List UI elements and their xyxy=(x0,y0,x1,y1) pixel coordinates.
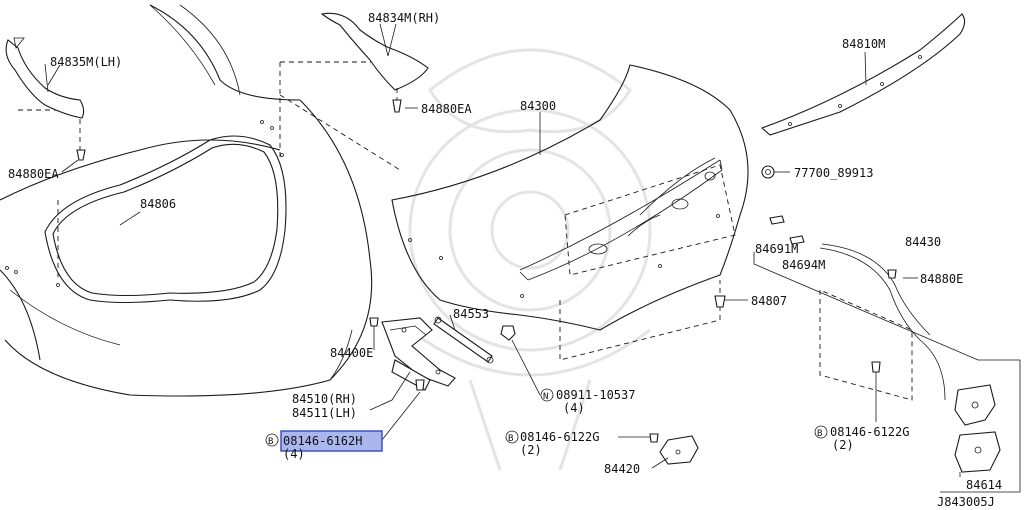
grommet-77700 xyxy=(761,165,775,179)
label-84810M: 84810M xyxy=(842,37,885,51)
guide-top xyxy=(279,61,401,171)
label-08146-6122G-right: 08146-6122G xyxy=(830,425,909,439)
label-84430: 84430 xyxy=(905,235,941,249)
label-84880E: 84880E xyxy=(920,272,963,286)
guide-right-group xyxy=(819,289,913,401)
trunk-lid-84300 xyxy=(391,64,749,361)
trim-84834M-rh xyxy=(320,12,429,91)
highlight-box-08146-6162H[interactable] xyxy=(280,430,383,452)
bolt-84400E xyxy=(369,317,379,327)
label-84834M: 84834M(RH) xyxy=(368,11,440,25)
marker-circle-B-mid xyxy=(505,430,519,444)
car-body-outline xyxy=(0,4,373,397)
label-84400E: 84400E xyxy=(330,346,373,360)
label-77700: 77700_89913 xyxy=(794,166,873,180)
group-frame-84430 xyxy=(753,252,1021,493)
bumper-84807 xyxy=(714,295,726,308)
marker-letter-B-mid: B xyxy=(508,434,513,444)
clip-84880EA-top xyxy=(392,88,402,113)
label-84880EA-top: 84880EA xyxy=(421,102,472,116)
label-84694M: 84694M xyxy=(782,258,825,272)
leader-lines xyxy=(47,23,961,477)
label-84510: 84510(RH) xyxy=(292,392,357,406)
label-84806: 84806 xyxy=(140,197,176,211)
latch-84614 xyxy=(954,384,1001,473)
gas-strut-84553 xyxy=(433,316,494,364)
label-84300: 84300 xyxy=(520,99,556,113)
label-08911: 08911-10537 xyxy=(556,388,635,402)
label-08146-6122G-right-qty: (2) xyxy=(832,438,854,452)
label-08146-6162H-qty: (4) xyxy=(283,447,305,461)
opener-cable-84430 xyxy=(769,215,946,401)
bolt-08146-6122G-right xyxy=(871,361,881,373)
spoiler-84810M xyxy=(760,13,966,136)
clip-84880EA-left xyxy=(76,149,86,161)
marker-letter-B-right: B xyxy=(817,429,822,439)
label-84553: 84553 xyxy=(453,307,489,321)
label-08146-6122G-mid-qty: (2) xyxy=(520,443,542,457)
label-84614: 84614 xyxy=(966,478,1002,492)
bolt-08146-6162H xyxy=(415,379,425,391)
label-84807: 84807 xyxy=(751,294,787,308)
body-hole-markers xyxy=(5,120,284,287)
label-84511: 84511(LH) xyxy=(292,406,357,420)
nut-08911 xyxy=(500,325,516,341)
label-84691M: 84691M xyxy=(755,242,798,256)
label-08146-6162H[interactable]: 08146-6162H xyxy=(283,434,362,448)
figure-id: J843005J xyxy=(937,495,995,509)
marker-letter-B-hinge: B xyxy=(268,437,273,447)
label-08911-qty: (4) xyxy=(563,401,585,415)
marker-circle-N xyxy=(540,388,554,402)
label-84880EA-left: 84880EA xyxy=(8,167,59,181)
label-08146-6122G-mid: 08146-6122G xyxy=(520,430,599,444)
striker-84420 xyxy=(649,433,699,465)
marker-circle-B-hinge xyxy=(265,433,279,447)
label-84420: 84420 xyxy=(604,462,640,476)
marker-circle-B-right xyxy=(814,425,828,439)
marker-letter-N: N xyxy=(543,392,548,402)
guide-84880EA-left xyxy=(18,109,81,155)
trunk-weatherstrip-84806 xyxy=(44,135,287,304)
trim-84835M-lh xyxy=(5,37,85,119)
label-84835M: 84835M(LH) xyxy=(50,55,122,69)
